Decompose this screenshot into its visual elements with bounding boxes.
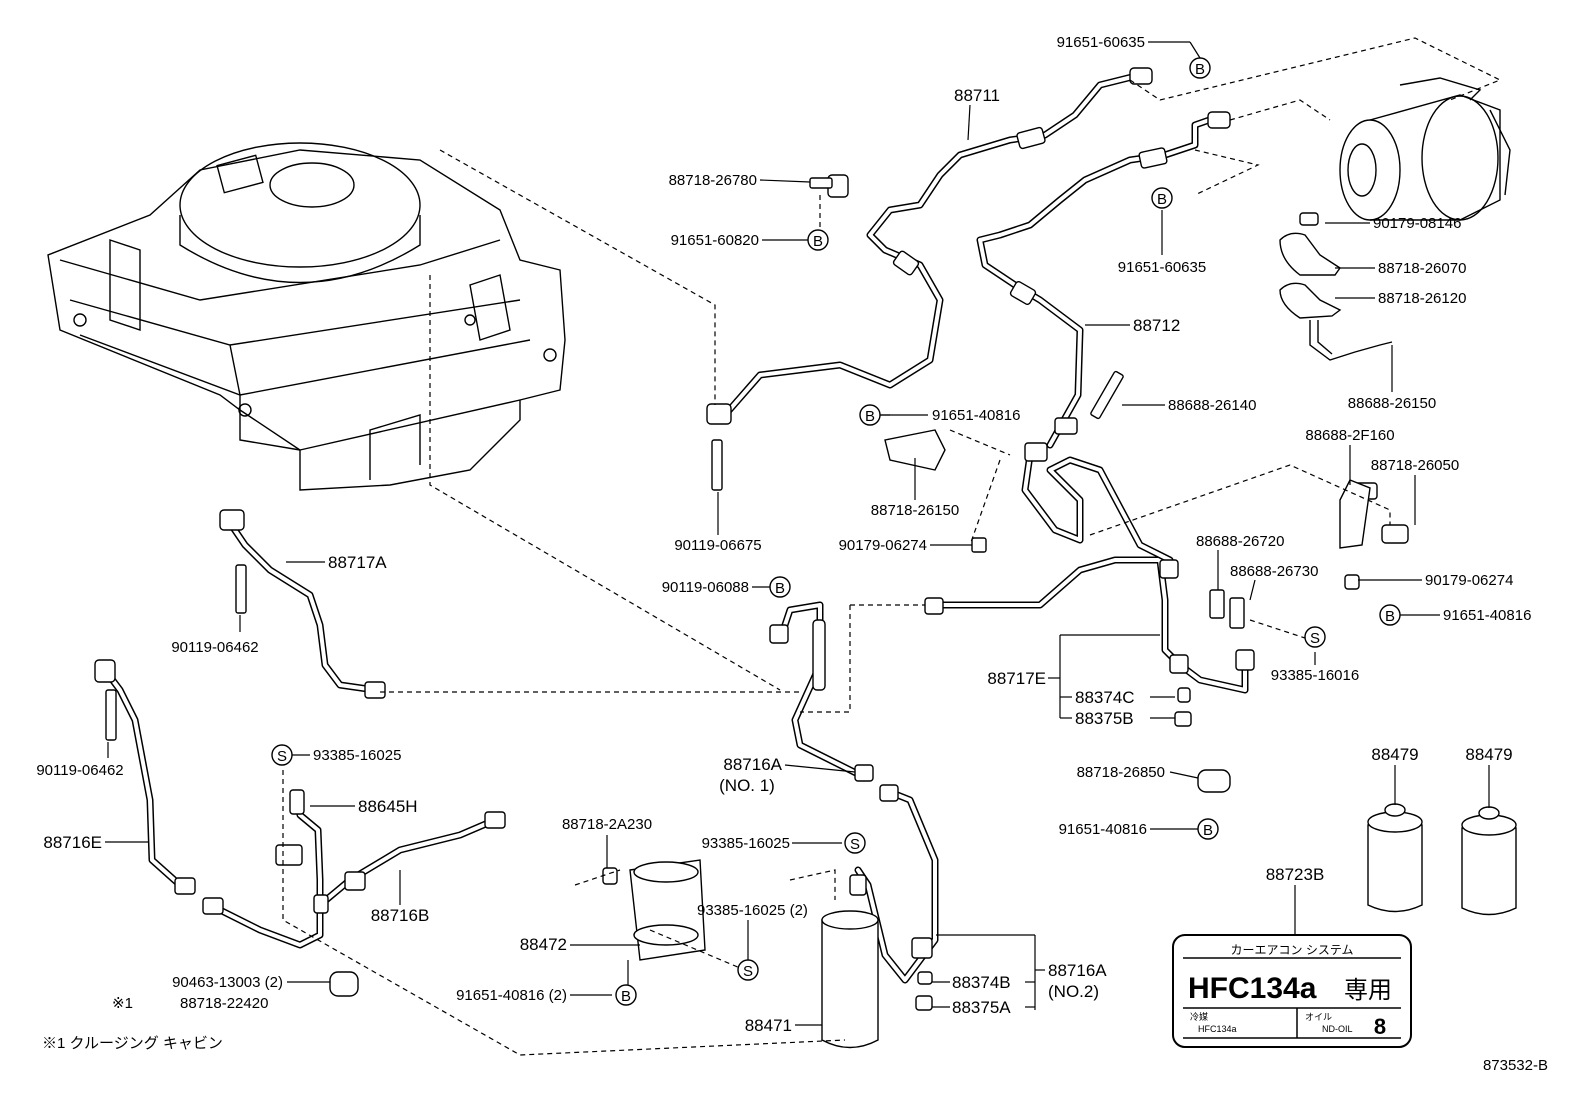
marker-s: S — [277, 748, 287, 765]
label-88472: 88472 — [520, 935, 567, 954]
label-88723B: 88723B — [1266, 865, 1325, 884]
compressor-illustration — [1339, 77, 1511, 221]
label-88375A: 88375A — [952, 998, 1011, 1017]
label-88479: 88479 — [1465, 745, 1512, 764]
receiver-drier — [821, 910, 879, 1049]
label-plate-coolant-label: 冷媒 — [1190, 1011, 1208, 1023]
label-91651-40816: 91651-40816 — [932, 407, 1020, 424]
leader-lines — [105, 41, 1490, 1026]
label-88718-26050: 88718-26050 — [1371, 457, 1459, 474]
diagram-code: 873532-B — [1483, 1057, 1548, 1074]
label-93385-16025: 93385-16025 — [313, 747, 401, 764]
label-90119-06675: 90119-06675 — [674, 537, 761, 554]
label-plate-oil-value: ND-OIL — [1322, 1024, 1353, 1034]
marker-b: B — [1157, 191, 1167, 208]
marker-s: S — [850, 836, 860, 853]
label-plate-oil-label: オイル — [1305, 1012, 1332, 1023]
marker-b: B — [865, 408, 875, 425]
reference-markers: B B B B B B B B S S S S — [271, 57, 1401, 1006]
label-91651-40816: 91651-40816 — [1059, 821, 1147, 838]
label-plate-oil-number: 8 — [1374, 1014, 1386, 1039]
label-no-2: (NO.2) — [1048, 982, 1099, 1001]
fittings — [94, 67, 1409, 1011]
label-88716B: 88716B — [371, 906, 430, 925]
label-88718-22420: 88718-22420 — [180, 995, 268, 1012]
part-labels: 91651-60635 88711 88718-26780 91651-6082… — [36, 34, 1548, 1074]
label-88374C: 88374C — [1075, 688, 1135, 707]
marker-b: B — [775, 580, 785, 597]
label-90119-06462: 90119-06462 — [36, 762, 123, 779]
label-plate-header: カーエアコン システム — [1231, 943, 1354, 957]
marker-s: S — [1310, 630, 1320, 647]
label-plate-coolant-value: HFC134a — [1198, 1024, 1237, 1034]
label-90179-06274: 90179-06274 — [1425, 572, 1513, 589]
refrigerant-pipes — [101, 71, 1249, 984]
label-88718-26850: 88718-26850 — [1077, 764, 1165, 781]
label-plate-main: HFC134a — [1188, 972, 1317, 1005]
label-93385-16025: 93385-16025 — [702, 835, 790, 852]
label-88688-2F160: 88688-2F160 — [1305, 427, 1394, 444]
label-91651-60820: 91651-60820 — [671, 232, 759, 249]
label-90463-13003: 90463-13003 (2) — [172, 974, 283, 991]
compressor-bracket-parts — [1279, 212, 1393, 361]
label-91651-40816-2: 91651-40816 (2) — [456, 987, 567, 1004]
label-90179-06274: 90179-06274 — [839, 537, 927, 554]
label-88718-2A230: 88718-2A230 — [562, 816, 652, 833]
dashed-reference-lines — [282, 37, 1502, 1056]
label-88712: 88712 — [1133, 316, 1180, 335]
label-88718-26070: 88718-26070 — [1378, 260, 1466, 277]
label-88688-26720: 88688-26720 — [1196, 533, 1284, 550]
label-88479: 88479 — [1371, 745, 1418, 764]
label-91651-60635: 91651-60635 — [1057, 34, 1145, 51]
label-88717E: 88717E — [987, 669, 1046, 688]
label-plate-kanji: 専用 — [1344, 976, 1392, 1004]
label-88718-26120: 88718-26120 — [1378, 290, 1466, 307]
label-88718-26150: 88718-26150 — [871, 502, 959, 519]
marker-s: S — [743, 963, 753, 980]
label-88718-26780: 88718-26780 — [669, 172, 757, 189]
label-90179-08146: 90179-08146 — [1373, 215, 1461, 232]
marker-b: B — [813, 233, 823, 250]
label-93385-16016: 93385-16016 — [1271, 667, 1359, 684]
marker-b: B — [621, 988, 631, 1005]
label-no-1: (NO. 1) — [719, 776, 775, 795]
hvac-unit-illustration — [47, 142, 566, 491]
label-88717A: 88717A — [328, 553, 387, 572]
label-90119-06088: 90119-06088 — [662, 579, 749, 596]
label-88645H: 88645H — [358, 797, 418, 816]
refrigerant-label-plate: カーエアコン システム HFC134a 専用 冷媒 HFC134a オイル ND… — [1172, 934, 1412, 1048]
marker-b: B — [1195, 61, 1205, 78]
label-88711: 88711 — [954, 86, 1000, 105]
label-91651-60635: 91651-60635 — [1118, 259, 1206, 276]
label-93385-16025-2: 93385-16025 (2) — [697, 902, 808, 919]
label-88688-26730: 88688-26730 — [1230, 563, 1318, 580]
label-88471: 88471 — [745, 1016, 792, 1035]
label-88375B: 88375B — [1075, 709, 1134, 728]
label-footnote-marker: ※1 — [112, 995, 133, 1012]
label-88716E: 88716E — [43, 833, 102, 852]
marker-b: B — [1203, 822, 1213, 839]
oil-cans — [1367, 803, 1517, 916]
label-90119-06462: 90119-06462 — [171, 639, 258, 656]
label-91651-40816: 91651-40816 — [1443, 607, 1531, 624]
label-88688-26150: 88688-26150 — [1348, 395, 1436, 412]
marker-b: B — [1385, 608, 1395, 625]
label-88716A: 88716A — [723, 755, 782, 774]
footnote: ※1 クルージング キャビン — [42, 1035, 223, 1052]
label-88374B: 88374B — [952, 973, 1011, 992]
label-88716A: 88716A — [1048, 961, 1107, 980]
label-88688-26140: 88688-26140 — [1168, 397, 1256, 414]
